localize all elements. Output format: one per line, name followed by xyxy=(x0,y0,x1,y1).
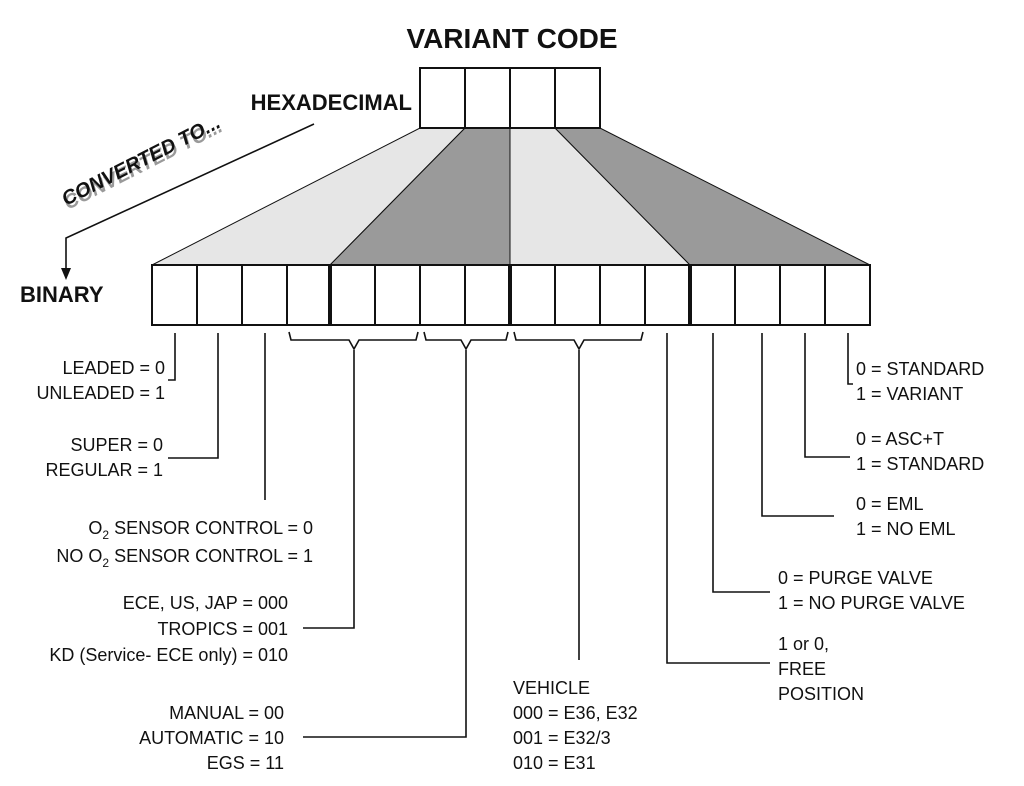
binary-cell xyxy=(374,264,421,326)
svg-text:000 = E36, E32: 000 = E36, E32 xyxy=(513,703,638,723)
svg-text:001 = E32/3: 001 = E32/3 xyxy=(513,728,611,748)
svg-text:EGS = 11: EGS = 11 xyxy=(207,753,284,773)
binary-cell xyxy=(599,264,646,326)
leader-purge xyxy=(712,333,770,593)
hexadecimal-label: HEXADECIMAL xyxy=(251,90,412,115)
leader-region xyxy=(303,350,355,629)
hex-cells xyxy=(419,67,601,129)
svg-text:010 = E31: 010 = E31 xyxy=(513,753,596,773)
hex-cell xyxy=(554,67,601,129)
leader-transmission xyxy=(303,350,467,738)
leader-standard xyxy=(847,333,853,385)
svg-text:0 = PURGE VALVE: 0 = PURGE VALVE xyxy=(778,568,933,588)
binary-cell xyxy=(734,264,781,326)
leader-super xyxy=(168,333,219,459)
label-asc: 0 = ASC+T 1 = STANDARD xyxy=(856,429,984,474)
label-leaded: LEADED = 0 UNLEADED = 1 xyxy=(36,358,165,403)
svg-text:0 = ASC+T: 0 = ASC+T xyxy=(856,429,944,449)
label-purge-valve: 0 = PURGE VALVE 1 = NO PURGE VALVE xyxy=(778,568,965,613)
svg-text:0 = STANDARD: 0 = STANDARD xyxy=(856,359,984,379)
binary-cell xyxy=(286,264,331,326)
leader-asc xyxy=(804,333,850,458)
svg-text:VEHICLE: VEHICLE xyxy=(513,678,590,698)
label-super: SUPER = 0 REGULAR = 1 xyxy=(45,435,163,480)
binary-cell xyxy=(779,264,826,326)
svg-text:FREE: FREE xyxy=(778,659,826,679)
binary-cell xyxy=(464,264,511,326)
svg-text:1 or 0,: 1 or 0, xyxy=(778,634,829,654)
svg-text:CONVERTED TO...: CONVERTED TO... xyxy=(58,111,224,210)
binary-cell xyxy=(196,264,243,326)
hex-cell xyxy=(419,67,466,129)
svg-text:MANUAL = 00: MANUAL = 00 xyxy=(169,703,284,723)
label-eml: 0 = EML 1 = NO EML xyxy=(856,494,956,539)
svg-text:KD (Service- ECE only) = 010: KD (Service- ECE only) = 010 xyxy=(49,645,288,665)
svg-text:1 = NO EML: 1 = NO EML xyxy=(856,519,956,539)
label-standard-variant: 0 = STANDARD 1 = VARIANT xyxy=(856,359,984,404)
leader-leaded xyxy=(168,333,176,381)
label-o2-sensor: O2 SENSOR CONTROL = 0 NO O2 SENSOR CONTR… xyxy=(56,518,313,570)
binary-cell xyxy=(419,264,466,326)
brace-transmission xyxy=(423,331,509,351)
svg-text:SUPER = 0: SUPER = 0 xyxy=(70,435,163,455)
svg-text:0 = EML: 0 = EML xyxy=(856,494,924,514)
label-transmission: MANUAL = 00 AUTOMATIC = 10 EGS = 11 xyxy=(139,703,284,773)
binary-cell xyxy=(329,264,376,326)
binary-cell xyxy=(689,264,736,326)
converted-arrow-line xyxy=(65,123,315,270)
converted-to-label: CONVERTED TO... CONVERTED TO... xyxy=(58,111,226,214)
brace-vehicle xyxy=(513,331,644,351)
page-title: VARIANT CODE xyxy=(406,23,617,54)
binary-cell xyxy=(509,264,556,326)
leader-eml xyxy=(761,333,834,517)
brace-region xyxy=(288,331,419,351)
leader-free xyxy=(666,333,770,664)
hex-cell xyxy=(464,67,511,129)
binary-cell xyxy=(241,264,288,326)
svg-text:1 = VARIANT: 1 = VARIANT xyxy=(856,384,963,404)
binary-cell xyxy=(151,264,198,326)
svg-text:TROPICS = 001: TROPICS = 001 xyxy=(157,619,288,639)
label-free-position: 1 or 0, FREE POSITION xyxy=(778,634,864,704)
svg-text:NO O2 SENSOR CONTROL = 1: NO O2 SENSOR CONTROL = 1 xyxy=(56,546,313,570)
label-region: ECE, US, JAP = 000 TROPICS = 001 KD (Ser… xyxy=(49,593,288,665)
svg-text:LEADED = 0: LEADED = 0 xyxy=(62,358,165,378)
svg-text:REGULAR = 1: REGULAR = 1 xyxy=(45,460,163,480)
svg-text:AUTOMATIC = 10: AUTOMATIC = 10 xyxy=(139,728,284,748)
svg-text:ECE, US, JAP = 000: ECE, US, JAP = 000 xyxy=(123,593,288,613)
binary-label: BINARY xyxy=(20,282,104,307)
binary-cell xyxy=(824,264,871,326)
hex-cell xyxy=(509,67,556,129)
converted-arrow-head xyxy=(61,268,71,280)
svg-text:O2 SENSOR CONTROL = 0: O2 SENSOR CONTROL = 0 xyxy=(88,518,313,542)
svg-text:UNLEADED = 1: UNLEADED = 1 xyxy=(36,383,165,403)
label-vehicle: VEHICLE 000 = E36, E32 001 = E32/3 010 =… xyxy=(513,678,638,773)
svg-text:1 = STANDARD: 1 = STANDARD xyxy=(856,454,984,474)
binary-cells xyxy=(151,264,871,326)
svg-text:1 = NO PURGE VALVE: 1 = NO PURGE VALVE xyxy=(778,593,965,613)
binary-cell xyxy=(644,264,691,326)
svg-text:POSITION: POSITION xyxy=(778,684,864,704)
binary-cell xyxy=(554,264,601,326)
